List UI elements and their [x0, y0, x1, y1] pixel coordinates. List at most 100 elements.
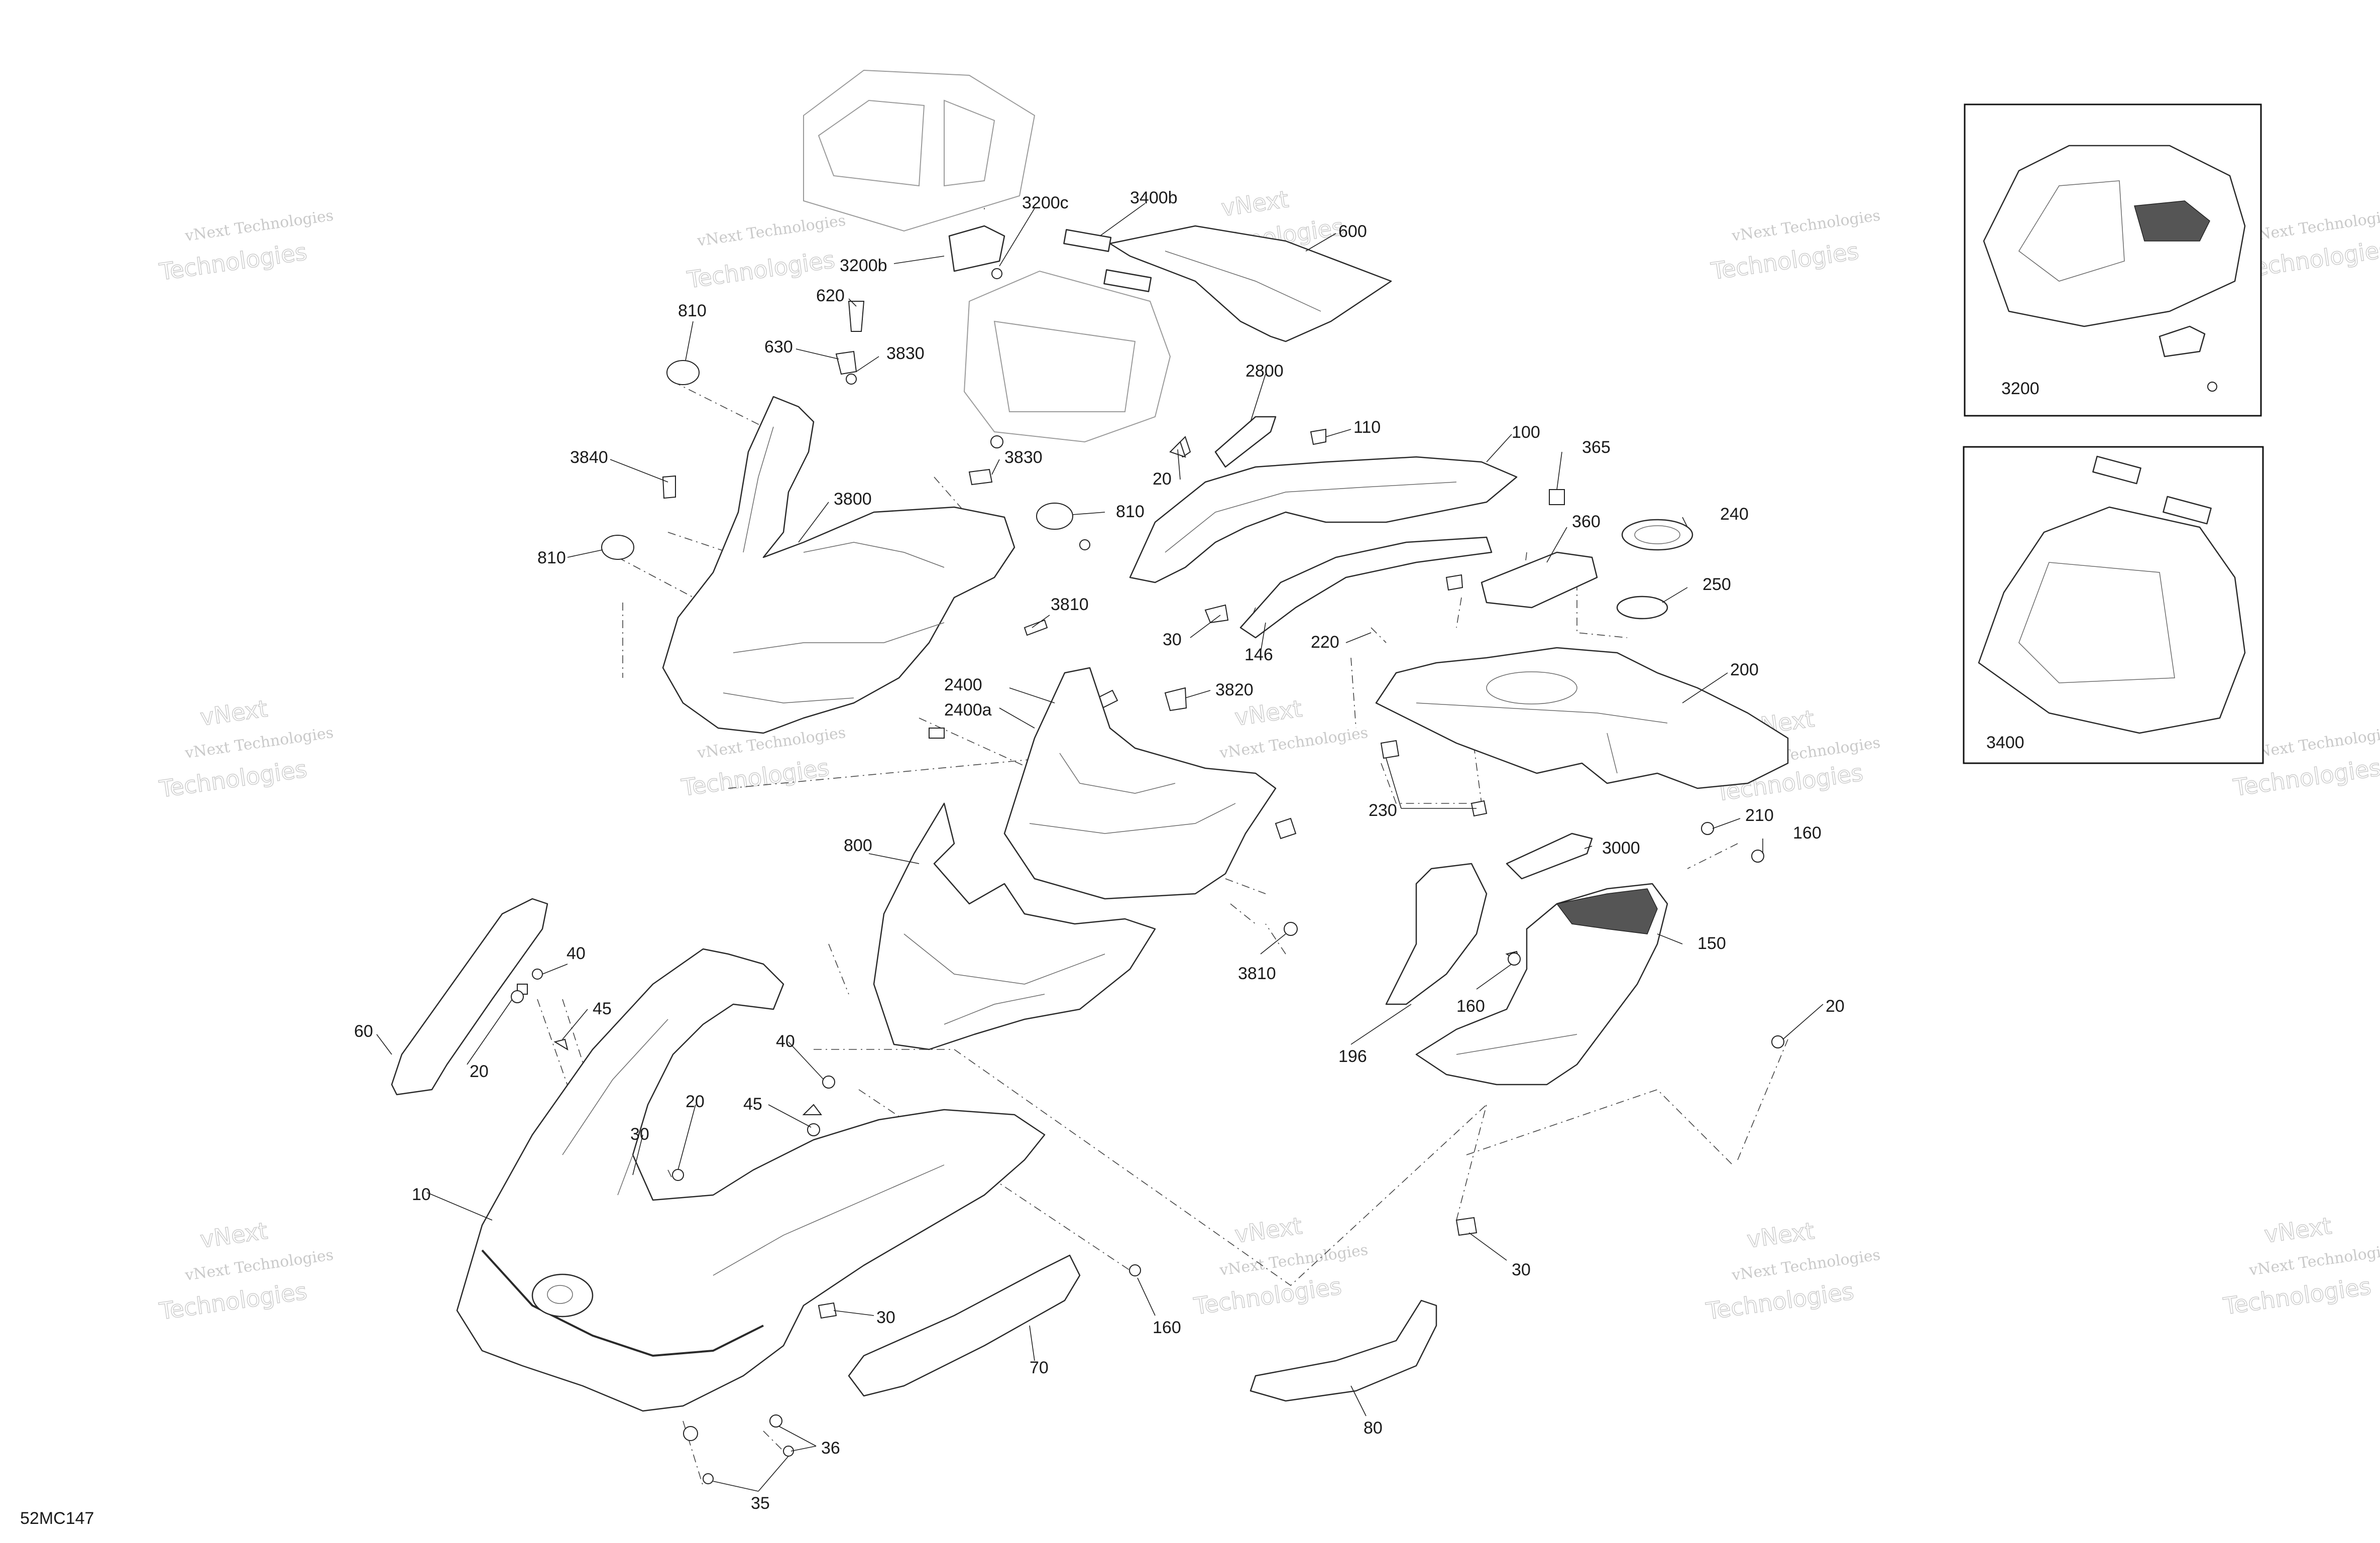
inset-label: 3200: [2001, 379, 2039, 398]
callout-3810: 3810: [1238, 964, 1276, 983]
decal-3000: [1506, 833, 1593, 880]
watermark: vNext vNext Technologies Technologies: [1704, 1217, 1882, 1325]
cover-360: [1481, 551, 1598, 609]
watermark: vNext Technologies Technologies: [685, 212, 847, 294]
watermark: vNext Technologies Technologies: [157, 207, 335, 286]
inset-box-3200: 3200: [1964, 103, 2262, 417]
callout-160: 160: [1153, 1318, 1181, 1337]
svg-text:vNext Technologies: vNext Technologies: [1730, 207, 1881, 245]
callout-labels: 3200c 3400b 600 3200b 620 810 630 3830 2…: [354, 188, 1845, 1513]
svg-text:vNext Technologies: vNext Technologies: [696, 212, 847, 250]
svg-text:vNext: vNext: [1233, 1212, 1304, 1248]
callout-230: 230: [1369, 801, 1397, 820]
side-panel-100: [1129, 456, 1518, 583]
callout-36: 36: [821, 1439, 840, 1458]
callout-210: 210: [1745, 806, 1774, 825]
callout-810: 810: [537, 548, 566, 567]
callout-30: 30: [630, 1125, 649, 1144]
callout-20: 20: [1153, 469, 1172, 489]
callout-45: 45: [593, 999, 612, 1018]
callout-35: 35: [751, 1494, 770, 1513]
callout-10: 10: [412, 1185, 431, 1204]
callout-3000: 3000: [1602, 839, 1640, 858]
leader-lines: [376, 203, 1824, 1492]
inset-box-3400: 3400: [1963, 446, 2264, 764]
center-support-2400: [1003, 667, 1277, 900]
plug-365: [1549, 489, 1565, 505]
callout-80: 80: [1364, 1418, 1383, 1438]
upper-panel-600: [1109, 225, 1392, 342]
callout-20: 20: [686, 1092, 705, 1111]
strip-146: [1239, 536, 1493, 639]
latch-part: [948, 225, 1005, 279]
svg-text:Technologies: Technologies: [685, 246, 836, 294]
svg-text:vNext: vNext: [1233, 695, 1304, 731]
callout-3840: 3840: [570, 448, 608, 467]
trim-196: [1385, 863, 1488, 1005]
callout-3830: 3830: [886, 344, 925, 363]
callout-60: 60: [354, 1022, 373, 1041]
bracket-2800: [1214, 416, 1277, 468]
svg-text:Technologies: Technologies: [2221, 1272, 2372, 1320]
grommet: [666, 360, 700, 385]
callout-250: 250: [1703, 575, 1731, 594]
svg-text:Technologies: Technologies: [157, 755, 308, 803]
callout-3830: 3830: [1004, 448, 1043, 467]
tank-body-200: [1375, 647, 1789, 789]
callout-30: 30: [876, 1308, 895, 1327]
callout-3800: 3800: [834, 490, 872, 509]
callout-160: 160: [1456, 997, 1485, 1016]
callout-110: 110: [1353, 418, 1381, 437]
callout-3200c: 3200c: [1022, 193, 1069, 212]
svg-text:Technologies: Technologies: [1709, 238, 1860, 285]
grommet: [1036, 503, 1073, 530]
pad-80: [1250, 1299, 1437, 1402]
pad-part: [1063, 229, 1112, 252]
fasteners: [511, 301, 1784, 1484]
callout-3820: 3820: [1215, 680, 1254, 699]
svg-text:Technologies: Technologies: [1192, 1272, 1343, 1320]
svg-text:Technologies: Technologies: [157, 1277, 308, 1325]
callout-40: 40: [776, 1032, 795, 1051]
svg-text:vNext: vNext: [198, 1217, 269, 1253]
watermark: vNext vNext Technologies Technologies: [157, 1217, 335, 1325]
callout-3200b: 3200b: [840, 256, 887, 275]
side-panel-150: [1415, 883, 1668, 1086]
callout-810: 810: [1116, 502, 1145, 521]
ghost-top-cover: [803, 69, 1036, 232]
front-fairing-3800: [662, 396, 1015, 734]
front-cowl-10: [456, 948, 1046, 1412]
watermark: vNext vNext Technologies Technologies: [2221, 1212, 2380, 1320]
watermark: vNext Technologies Technologies: [1709, 207, 1882, 285]
callout-360: 360: [1572, 512, 1601, 531]
watermark: vNext Technologies Technologies: [679, 724, 847, 802]
svg-text:Technologies: Technologies: [1704, 1277, 1855, 1325]
grommet: [601, 535, 634, 560]
svg-text:vNext: vNext: [198, 695, 269, 731]
callout-220: 220: [1311, 633, 1339, 652]
callout-30: 30: [1163, 630, 1182, 649]
pad-70: [848, 1254, 1081, 1397]
callout-810: 810: [678, 301, 707, 320]
callout-20: 20: [470, 1062, 489, 1081]
callout-3400b: 3400b: [1130, 188, 1178, 207]
inset-label: 3400: [1986, 733, 2024, 752]
callout-630: 630: [764, 337, 793, 357]
pad-part: [1103, 269, 1152, 292]
ring-240: [1621, 519, 1693, 551]
svg-text:vNext: vNext: [1745, 1217, 1816, 1253]
oring-250: [1616, 596, 1668, 620]
callout-2400: 2400: [944, 675, 982, 694]
storage-bin: [963, 270, 1171, 443]
watermark: vNext vNext Technologies Technologies: [1192, 1212, 1370, 1320]
svg-text:vNext: vNext: [2262, 1212, 2333, 1248]
callout-40: 40: [566, 944, 586, 963]
svg-text:vNext Technologies: vNext Technologies: [183, 207, 334, 245]
pad-60: [391, 898, 548, 1096]
callout-2400a: 2400a: [944, 700, 992, 720]
callout-196: 196: [1338, 1047, 1367, 1066]
callout-30: 30: [1512, 1260, 1531, 1279]
clip: [802, 1104, 822, 1115]
callout-2800: 2800: [1245, 362, 1284, 381]
